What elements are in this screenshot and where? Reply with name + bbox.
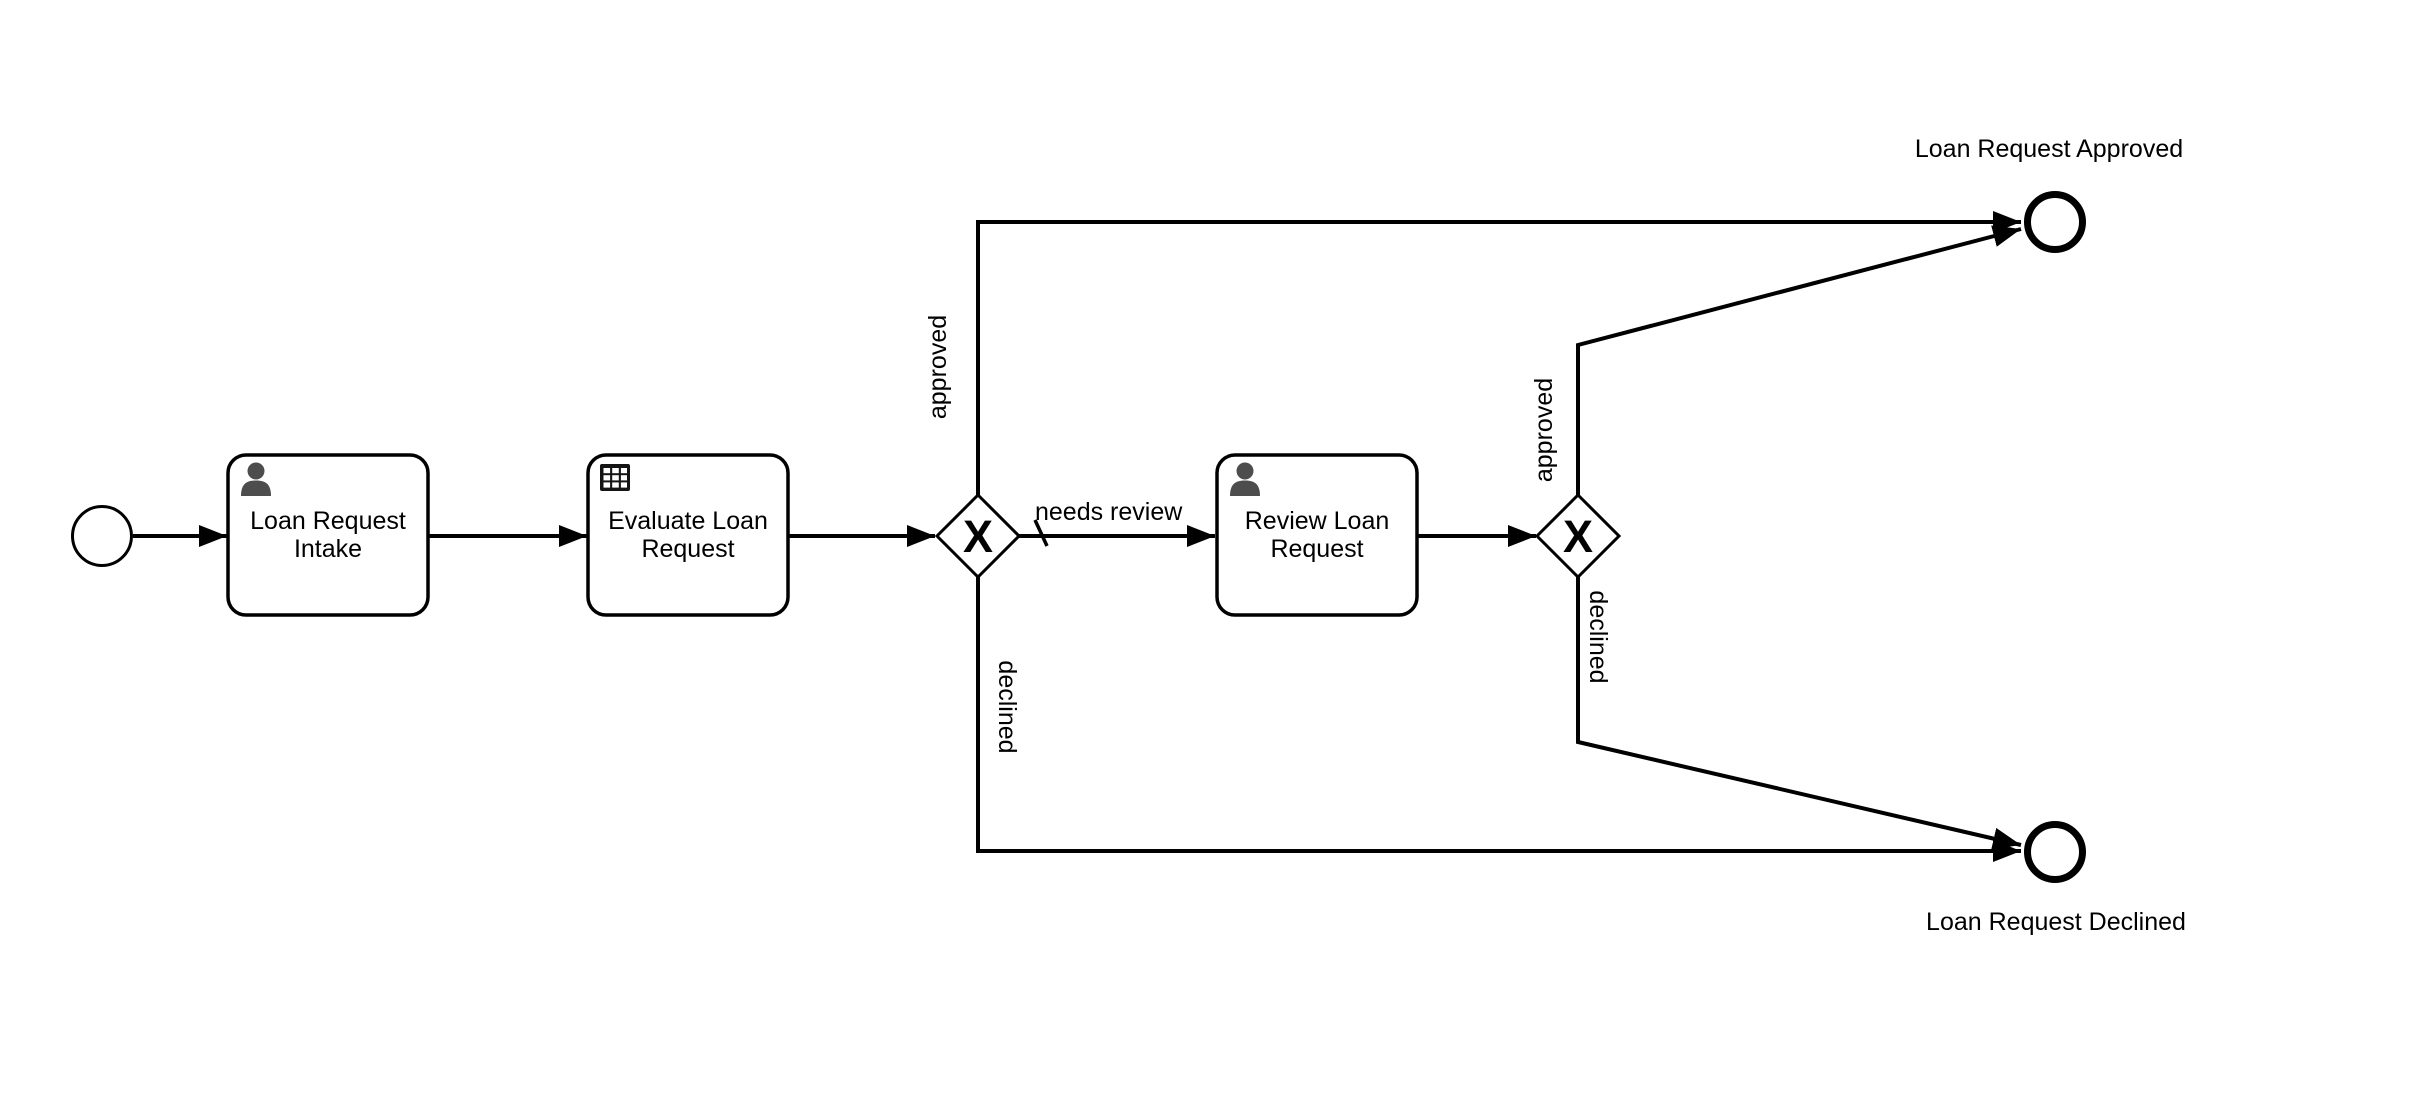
task-review-loan-request[interactable] xyxy=(1215,453,1419,617)
flow-approved-to-end[interactable] xyxy=(976,211,2021,495)
end-event-label-approved: Loan Request Approved xyxy=(1914,135,2184,163)
start-event[interactable] xyxy=(71,505,133,567)
user-icon xyxy=(1230,462,1260,496)
edge-label-approved-first: approved xyxy=(924,314,952,420)
end-event-declined[interactable] xyxy=(2024,821,2086,883)
task-loan-request-intake[interactable] xyxy=(226,453,430,617)
exclusive-gateway-first[interactable] xyxy=(934,492,1022,580)
edge-label-declined-second: declined xyxy=(1584,590,1612,684)
edge-label-needs-review: needs review xyxy=(1035,498,1183,526)
edge-label-approved-second: approved xyxy=(1530,377,1558,483)
task-label-line: Loan Request xyxy=(250,507,406,535)
task-label-loan-request-intake: Loan Request Intake xyxy=(228,455,428,615)
task-label-review-loan-request: Review Loan Request xyxy=(1217,455,1417,615)
end-event-approved[interactable] xyxy=(2024,191,2086,253)
flow-declined-to-end[interactable] xyxy=(976,577,2021,862)
task-label-evaluate-loan-request: Evaluate Loan Request xyxy=(588,455,788,615)
gateway-first-x-marker: X xyxy=(963,511,993,562)
task-label-line: Request xyxy=(641,535,735,563)
task-label-line: Intake xyxy=(293,535,363,563)
task-label-line: Request xyxy=(1270,535,1364,563)
edge-label-declined-first: declined xyxy=(993,660,1021,754)
business-rule-icon xyxy=(600,464,630,491)
exclusive-gateway-second[interactable] xyxy=(1534,492,1622,580)
flow-review-declined-to-end[interactable] xyxy=(1576,577,2022,850)
end-event-label-declined: Loan Request Declined xyxy=(1926,908,2186,936)
task-label-line: Review Loan xyxy=(1244,507,1390,535)
task-label-line: Evaluate Loan xyxy=(608,507,768,535)
default-flow-slash-marker xyxy=(1033,519,1049,547)
user-icon xyxy=(241,462,271,496)
gateway-second-x-marker: X xyxy=(1563,511,1593,562)
task-evaluate-loan-request[interactable] xyxy=(586,453,790,617)
flow-review-approved-to-end[interactable] xyxy=(1576,225,2022,495)
